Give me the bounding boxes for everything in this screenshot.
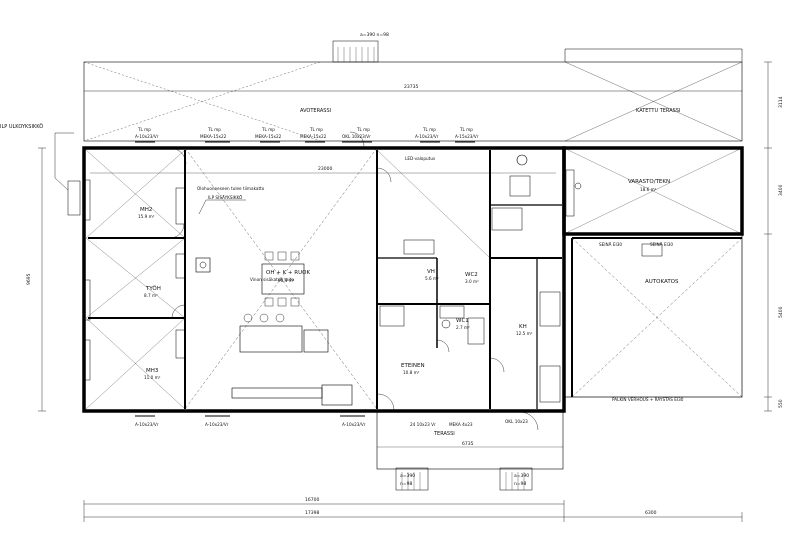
window-w4: MEKA-15x22 [300,134,327,139]
tl-ikk-5: TL mp [356,127,370,132]
window-w10: A-10x23/Vr [342,422,366,427]
window-w9: A-10x23/Vr [205,422,229,427]
window-w1: A-10x23/Vr [135,134,159,139]
room-tyoh-area: 8.7 m² [144,293,158,298]
window-w6: A-10x23/Vr [415,134,439,139]
room-kh-area: 12.5 m² [516,331,533,336]
dim-right-3: 5400 [778,306,784,318]
window-w13: OKL 10x23 [505,419,528,424]
dim-bottom-1: 16700 [305,497,319,503]
dim-right-2: 3400 [778,184,784,196]
window-w5: OKL 10x23/Vr [342,134,371,139]
label-olohuone-tulisija: Olohuoneeseen tulee tiimakatto [197,186,265,191]
room-varasto-name: VARASTO/TEKN [628,179,670,185]
label-avoterassi: AVOTERASSI [300,108,331,114]
room-autokatos-name: AUTOKATOS [645,279,679,285]
room-ohk-name: OH + K + RUOK [266,270,310,276]
room-kh-name: KH [519,324,527,330]
stair-bl-a: a=390 [400,473,415,479]
room-mh3-name: MH3 [146,368,159,374]
top-stair [332,40,379,63]
room-tyoh-name: TYÖH [145,285,161,292]
window-w7: A-15x23/Vr [455,134,479,139]
dim-bottom-3: 6300 [645,510,657,516]
tl-ikk-7: TL mp [459,127,473,132]
room-wc1-area: 2.7 m² [456,325,470,330]
window-w3: MEKA-15x22 [255,134,282,139]
terrace-outline [83,61,743,142]
room-wc1-name: WC1 [456,318,469,324]
window-w2: MEKA-15x22 [200,134,227,139]
tl-ikk-3: TL mp [261,127,275,132]
tl-ikk-4: TL mp [309,127,323,132]
kitchen-island [239,325,303,353]
label-terassi: TERASSI [433,431,455,437]
room-eteinen-area: 10.8 m² [403,370,420,375]
dim-entrance: 6735 [462,441,474,447]
dim-left-h: 9695 [26,273,32,285]
room-wc2-name: WC2 [465,272,478,278]
stair-bl-n: n=98 [400,481,412,487]
label-vinon-taite: Vinon sisäkaton taite [250,277,294,282]
label-led: LED-valoputus [405,156,435,161]
window-w12: MEKA 4x23 [449,422,473,427]
label-ilp-sisa: ILP SISÄYKSIKKÖ [208,195,243,200]
room-vh-area: 5.6 m² [425,276,439,281]
room-ohk-area: 96.4 m² [278,278,295,283]
label-seina-b: SEINÄ EI30 [650,242,673,247]
room-mh2-name: MH2 [140,207,152,213]
tl-ikk-1: TL mp [137,127,151,132]
dim-bottom-2: 17398 [305,510,319,516]
stair-br-a: a=390 [514,473,529,479]
labels: a=390 n=98 23735 AVOTERASSI KATETTU TERA… [0,32,784,516]
label-katettu-terassi: KATETTU TERASSI [636,108,680,114]
room-mh2-area: 15.9 m² [138,214,155,219]
dim-right-1: 3114 [778,96,784,108]
room-mh3-area: 11.0 m² [144,375,161,380]
window-w11: 24 10x23 Vr [410,422,436,427]
room-varasto-area: 18.6 m² [640,187,657,192]
room-eteinen-name: ETEINEN [401,363,425,369]
label-palkin-verhous: PALKIN VERHOUS + RÄYSTÄS EI30 [612,397,684,402]
label-seina-a: SEINÄ EI30 [599,242,622,247]
stair-a-top: a=390 n=98 [360,32,389,38]
dim-top-total: 23735 [404,84,418,90]
entrance-terrace [376,410,564,470]
room-wc2-area: 3.0 m² [465,279,479,284]
label-ilp-ulko: ILP ULKOYKSIKKÖ [0,123,43,130]
dim-inner-top: 23000 [318,166,332,172]
tl-ikk-6: TL mp [422,127,436,132]
stair-br-n: n=98 [514,481,526,487]
carport-outline [563,233,743,398]
window-w8: A-10x23/Vr [135,422,159,427]
dim-right-4: 550 [778,399,784,408]
room-vh-name: VH [427,269,435,275]
dining-table [261,263,305,295]
tl-ikk-2: TL mp [207,127,221,132]
